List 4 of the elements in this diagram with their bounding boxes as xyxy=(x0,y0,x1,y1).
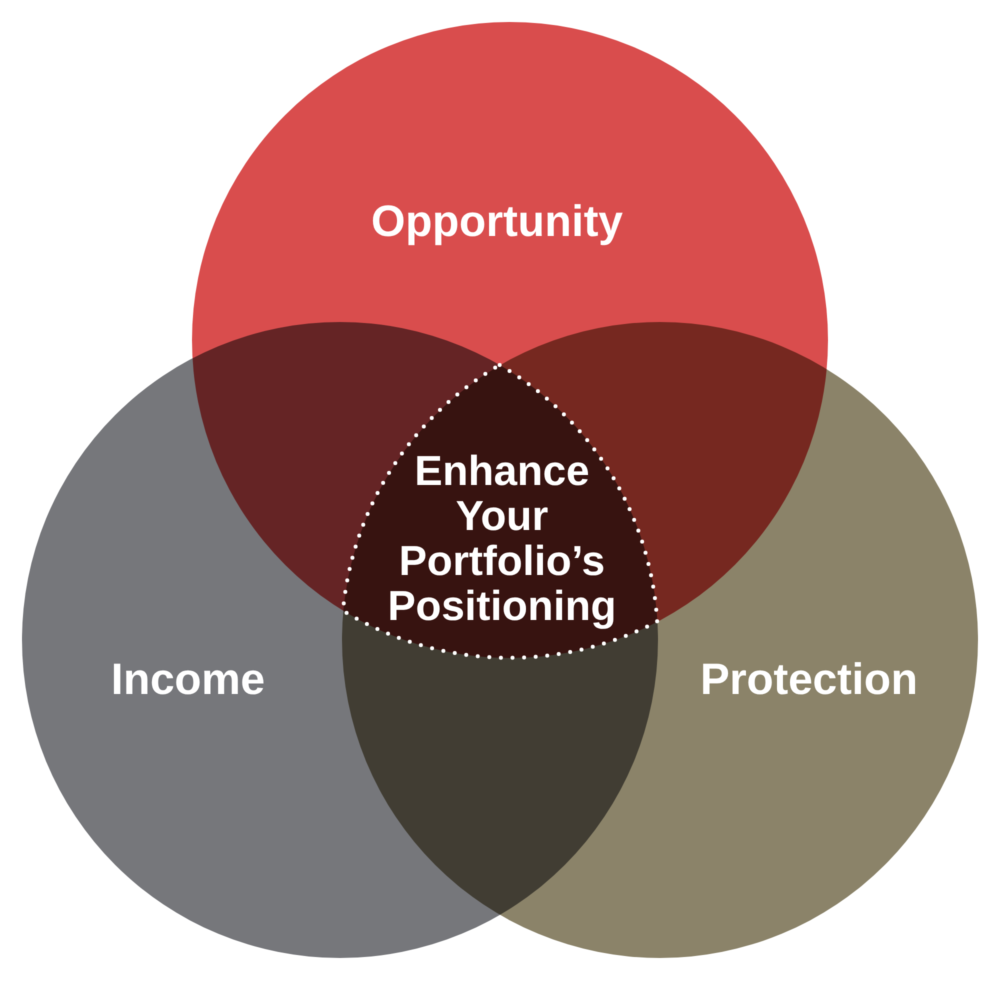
center-label: Enhance Your Portfolio’s Positioning xyxy=(386,448,618,628)
circle-label: Income xyxy=(110,654,266,704)
circle-label: Protection xyxy=(699,654,919,704)
circle-label: Opportunity xyxy=(370,196,624,246)
